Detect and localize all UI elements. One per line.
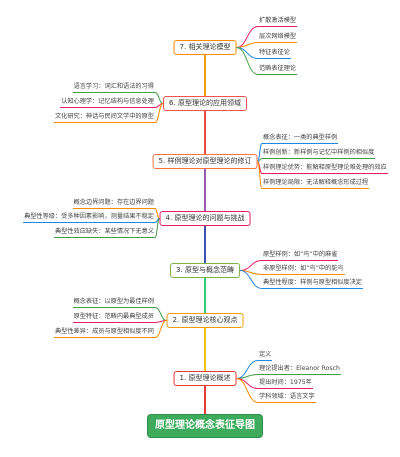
branch-line xyxy=(154,307,168,321)
leaf-exemplar-limitation: 样例理论局限：无法解释概念形成过程 xyxy=(262,179,370,189)
leaf-prototype-example: 原型样例：如“鸟”中的麻雀 xyxy=(262,251,339,261)
leaf-non-prototype-example: 非原型样例：如“鸟”中的鸵鸟 xyxy=(262,265,345,275)
branch-line xyxy=(154,320,168,338)
branch-line xyxy=(154,218,161,238)
branch-line xyxy=(235,360,259,379)
leaf-cognitive-psychology: 认知心理学：记忆结构与信息处理 xyxy=(60,98,155,108)
branch-line xyxy=(239,260,263,271)
branch-line xyxy=(154,103,164,123)
leaf-definition: 定义 xyxy=(258,351,273,361)
leaf-category-representation: 范畴表征理论 xyxy=(258,65,298,75)
branch-line xyxy=(235,26,259,48)
leaf-typicality-degree: 典型性程度：样例与原型相似度决定 xyxy=(262,279,363,289)
leaf-exemplar-advantage: 样例理论优势：能解释原型理论难处理的效应 xyxy=(262,164,388,174)
branch-line xyxy=(235,378,259,403)
branch-line xyxy=(235,374,259,379)
branch-line xyxy=(235,47,259,75)
leaf-discipline: 学科领域：语言文字 xyxy=(258,393,316,403)
leaf-concept-representation: 概念表征：以原型为最佳样例 xyxy=(72,298,155,308)
map-title: 原型理论概念表征导图 xyxy=(147,414,263,438)
branch-line xyxy=(235,378,259,389)
branch-line xyxy=(239,270,263,289)
topic-exemplar-revision: 5. 样例理论对原型理论的修订 xyxy=(152,154,258,169)
topic-overview: 1. 原型理论概述 xyxy=(173,371,237,386)
topic-problems-challenges: 4. 原型理论的问题与挑战 xyxy=(159,211,251,226)
leaf-language-learning: 语言学习：词汇和语法的习得 xyxy=(72,83,155,93)
leaf-typicality-effect-absence: 典型性效应缺失：某些情况下无意义 xyxy=(54,228,155,238)
leaf-spreading-activation-model: 扩散激活模型 xyxy=(258,17,298,27)
branch-line xyxy=(235,47,259,59)
leaf-exemplar-representation: 概念表征：一类的典型样例 xyxy=(262,134,339,144)
leaf-typicality-difference: 典型性差异：成员与原型相似度不同 xyxy=(54,328,155,338)
leaf-exemplar-novelty: 样例创新：新样例与记忆中样例的相似度 xyxy=(262,149,376,159)
topic-related-models: 7. 相关理论模型 xyxy=(173,40,237,55)
branch-line xyxy=(154,92,164,104)
leaf-cultural-studies: 文化研究：神话与民间文学中的原型 xyxy=(54,113,155,123)
topic-core-views: 2. 原型理论核心观点 xyxy=(166,313,244,328)
leaf-boundary-problem: 概念边界问题：存在边界问题 xyxy=(72,199,155,209)
leaf-proposer: 理论提出者：Eleanor Rosch xyxy=(258,365,341,375)
leaf-hierarchical-network-model: 层次网络模型 xyxy=(258,33,298,43)
leaf-prototype-features: 原型特征：范畴内最典型成员 xyxy=(72,313,155,323)
topic-applications: 6. 原型理论的应用领域 xyxy=(163,96,247,111)
topic-prototype-and-category: 3. 原型与概念范畴 xyxy=(170,263,240,278)
branch-line xyxy=(256,161,263,189)
leaf-proposed-year: 提出时间：1975年 xyxy=(258,379,313,389)
leaf-typicality-gradient: 典型性等级：受多种因素影响，测量结果不稳定 xyxy=(23,213,155,223)
leaf-feature-representation: 特征表征论 xyxy=(258,49,291,59)
